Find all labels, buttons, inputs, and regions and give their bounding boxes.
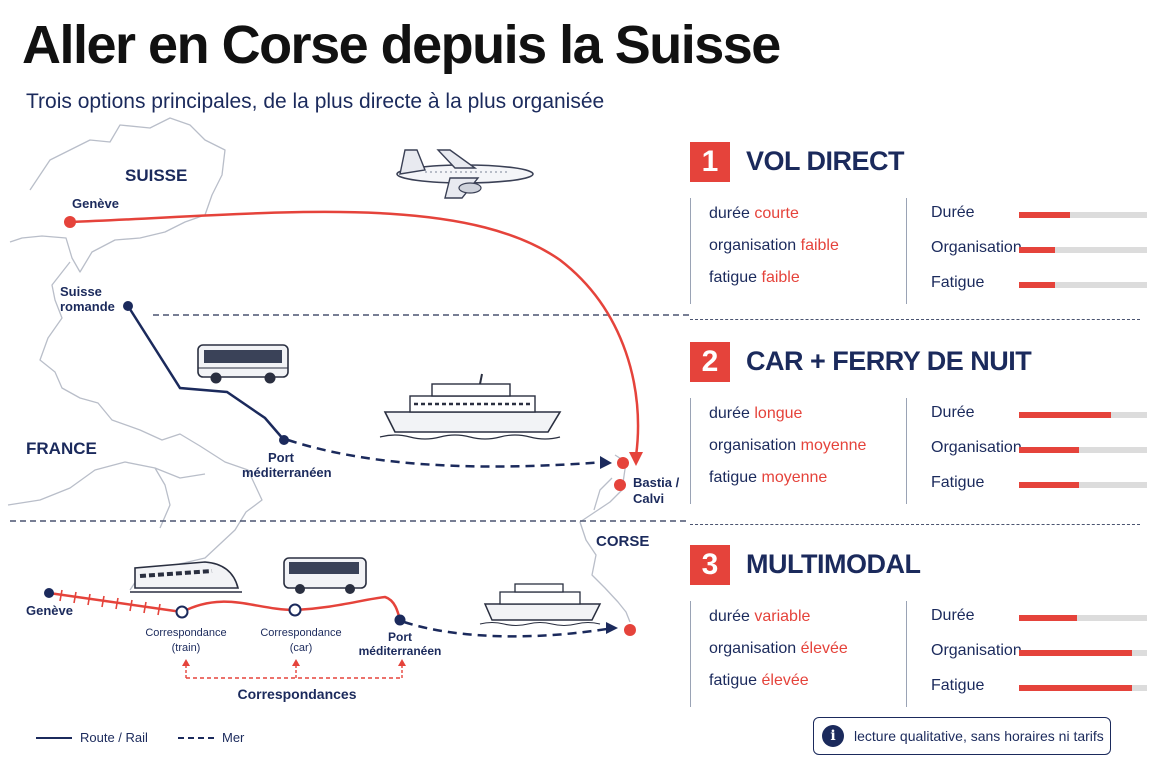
coach-icon [283,557,367,594]
bus-route [126,305,285,441]
criteria-list: durée courte organisation faible fatigue… [690,198,886,304]
label-port-b-2: méditerranéen [359,644,442,658]
route-map: SUISSE Genève Suisse romande FRANCE Port… [7,117,690,702]
label-corse: CORSE [596,533,649,550]
train-icon [130,561,242,593]
option-number-badge: 2 [690,342,730,382]
criterion-organisation: organisation moyenne [709,437,867,454]
multimodal-arrowhead [606,622,618,634]
legend-dashed-line [178,736,214,739]
correspondances-bracket [185,664,403,679]
geneve-top-dot [64,216,76,228]
corr-train-dot [175,605,189,619]
divider-1 [690,319,1140,320]
legend-sea-label: Mer [222,730,245,745]
bar-duree: Durée [919,601,1147,636]
info-note-text: lecture qualitative, sans horaires ni ta… [854,728,1104,744]
bar-duree: Durée [919,198,1147,233]
label-port-1: Port [268,450,295,465]
corr-car-dot [288,603,302,617]
bar-organisation: Organisation [919,636,1147,671]
legend-solid-line [36,736,72,739]
label-suisse: SUISSE [125,166,187,185]
suisse-romande-dot [123,301,133,311]
option-title: VOL DIRECT [746,146,905,176]
label-france: FRANCE [26,439,97,458]
criterion-fatigue: fatigue moyenne [709,469,828,486]
ferry-icon [379,373,562,440]
info-icon: i [822,725,844,747]
france-inner [154,467,171,529]
bar-organisation: Organisation [919,433,1147,468]
legend-sea: Mer [178,730,244,745]
rating-bars: Durée Organisation Fatigue [906,198,1147,304]
bar-fatigue: Fatigue [919,671,1147,706]
bastia-dot-1 [617,457,629,469]
legend-road-label: Route / Rail [80,730,148,745]
option-vol-direct: 1 VOL DIRECT durée courte organisation f… [690,142,1147,307]
country-borders [7,117,631,623]
label-correspondances: Correspondances [237,686,356,702]
corse-arrival-dot [624,624,636,636]
divider-2 [690,524,1140,525]
label-corr-car-1: Correspondance [260,627,341,639]
multimodal-sea [403,620,614,638]
criterion-organisation: organisation élevée [709,640,848,657]
page-title: Aller en Corse depuis la Suisse [22,15,781,75]
ferry-route [287,438,605,468]
rating-bars: Durée Organisation Fatigue [906,398,1147,504]
rail-ticks [59,589,161,616]
rating-bars: Durée Organisation Fatigue [906,601,1147,707]
bus-icon [197,344,289,384]
criterion-fatigue: fatigue élevée [709,672,809,689]
france-border [39,261,263,591]
label-port-2: méditerranéen [242,465,332,480]
info-note: i lecture qualitative, sans horaires ni … [813,717,1111,755]
criteria-list: durée longue organisation moyenne fatigu… [690,398,886,504]
multimodal-road [181,595,402,621]
label-suisse-romande-1: Suisse [60,284,102,299]
label-geneve-top: Genève [72,196,119,211]
bar-fatigue: Fatigue [919,468,1147,503]
label-bastia-1: Bastia / [633,475,680,490]
flight-arrowhead [629,452,643,466]
option-car-ferry: 2 CAR + FERRY DE NUIT durée longue organ… [690,342,1147,507]
label-port-b-1: Port [388,630,412,644]
criterion-duree: durée longue [709,405,803,422]
corsica-west [593,477,613,511]
label-bastia-2: Calvi [633,491,664,506]
bar-duree: Durée [919,398,1147,433]
criterion-duree: durée courte [709,205,799,222]
bar-fatigue: Fatigue [919,268,1147,303]
option-title: MULTIMODAL [746,549,921,579]
bar-organisation: Organisation [919,233,1147,268]
bastia-dot-2 [614,479,626,491]
port-dot [279,435,289,445]
geneve-bottom-dot [44,588,54,598]
label-corr-car-2: (car) [290,642,313,654]
option-number-badge: 1 [690,142,730,182]
flight-route [69,210,640,457]
criterion-fatigue: fatigue faible [709,269,800,286]
legend-road: Route / Rail [36,730,148,745]
label-geneve-bottom: Genève [26,603,73,618]
ferry-arrowhead [600,456,612,469]
label-corr-train-2: (train) [172,642,201,654]
page-subtitle: Trois options principales, de la plus di… [26,90,605,113]
switzerland-border [9,117,226,273]
option-multimodal: 3 MULTIMODAL durée variable organisation… [690,545,1147,710]
port-b-dot [394,614,406,626]
label-corr-train-1: Correspondance [145,627,226,639]
criteria-list: durée variable organisation élevée fatig… [690,601,886,707]
ferry-icon-small [479,583,602,627]
option-title: CAR + FERRY DE NUIT [746,346,1032,376]
airplane-icon [396,149,534,199]
label-suisse-romande-2: romande [60,299,115,314]
criterion-duree: durée variable [709,608,811,625]
option-number-badge: 3 [690,545,730,585]
france-west [7,461,206,506]
criterion-organisation: organisation faible [709,237,839,254]
